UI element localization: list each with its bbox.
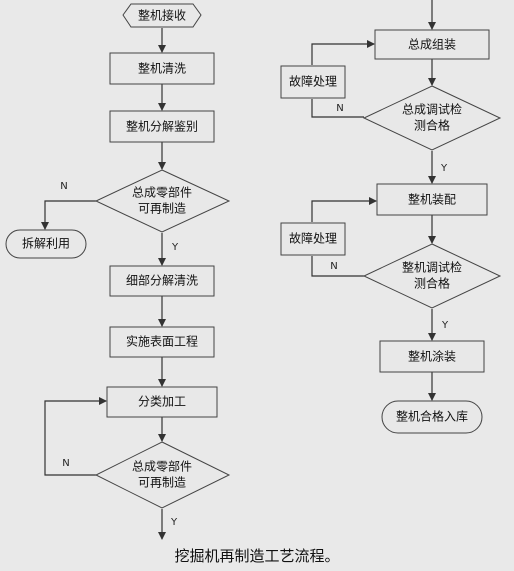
node-machining-label: 分类加工 bbox=[138, 395, 186, 409]
node-decision1-line1: 总成零部件 bbox=[132, 185, 192, 200]
node-disassemble bbox=[109, 110, 215, 143]
node-painting bbox=[379, 340, 485, 373]
node-recycle bbox=[5, 229, 87, 259]
node-fault1 bbox=[280, 65, 346, 99]
node-receive bbox=[122, 3, 202, 28]
node-decision2-line1: 总成零部件 bbox=[132, 459, 192, 474]
connector bbox=[41, 200, 96, 230]
node-fine-clean bbox=[109, 265, 215, 297]
branch-label-yes: Y bbox=[170, 517, 178, 528]
node-decision2-line2: 可再制造 bbox=[138, 476, 186, 490]
node-recycle-label: 拆解利用 bbox=[22, 236, 70, 251]
node-clean-label: 整机清洗 bbox=[138, 61, 186, 76]
node-decision4 bbox=[362, 243, 502, 309]
node-decision4-line1: 整机调试检 bbox=[402, 260, 462, 275]
node-storage-label: 整机合格入库 bbox=[396, 409, 468, 424]
node-machining bbox=[106, 386, 218, 418]
node-painting-label: 整机涂装 bbox=[408, 349, 456, 364]
node-decision1 bbox=[94, 169, 231, 233]
branch-label-no: N bbox=[336, 103, 343, 114]
branch-label-yes: Y bbox=[440, 163, 448, 174]
branch-label-yes: Y bbox=[441, 320, 449, 331]
figure-caption: 挖掘机再制造工艺流程。 bbox=[174, 547, 340, 565]
node-storage bbox=[381, 400, 483, 434]
connector bbox=[44, 397, 107, 476]
node-receive-label: 整机接收 bbox=[138, 8, 186, 23]
node-decision1-line2: 可再制造 bbox=[138, 202, 186, 216]
connector bbox=[311, 99, 364, 118]
branch-label-no: N bbox=[60, 181, 67, 192]
connector bbox=[311, 197, 377, 222]
node-decision3-line2: 测合格 bbox=[414, 118, 450, 133]
node-whole-assembly bbox=[376, 183, 488, 216]
connector bbox=[311, 256, 364, 277]
node-fault2 bbox=[280, 222, 346, 256]
branch-label-no: N bbox=[330, 261, 337, 272]
node-fault1-label: 故障处理 bbox=[289, 74, 337, 89]
node-decision3-line1: 总成调试检 bbox=[402, 102, 462, 117]
node-whole-assembly-label: 整机装配 bbox=[408, 192, 456, 207]
node-fine-clean-label: 细部分解清洗 bbox=[126, 273, 198, 288]
connector bbox=[311, 40, 375, 65]
node-disassemble-label: 整机分解鉴别 bbox=[126, 119, 198, 134]
node-decision2 bbox=[94, 441, 231, 509]
node-decision4-line2: 测合格 bbox=[414, 276, 450, 291]
node-assembly bbox=[374, 29, 490, 60]
branch-label-no: N bbox=[62, 458, 69, 469]
node-fault2-label: 故障处理 bbox=[289, 231, 337, 246]
branch-label-yes: Y bbox=[171, 242, 179, 253]
node-clean bbox=[109, 52, 215, 85]
node-surface-label: 实施表面工程 bbox=[126, 334, 198, 349]
node-surface bbox=[109, 326, 215, 358]
node-assembly-label: 总成组装 bbox=[408, 38, 456, 52]
node-decision3 bbox=[362, 85, 502, 151]
